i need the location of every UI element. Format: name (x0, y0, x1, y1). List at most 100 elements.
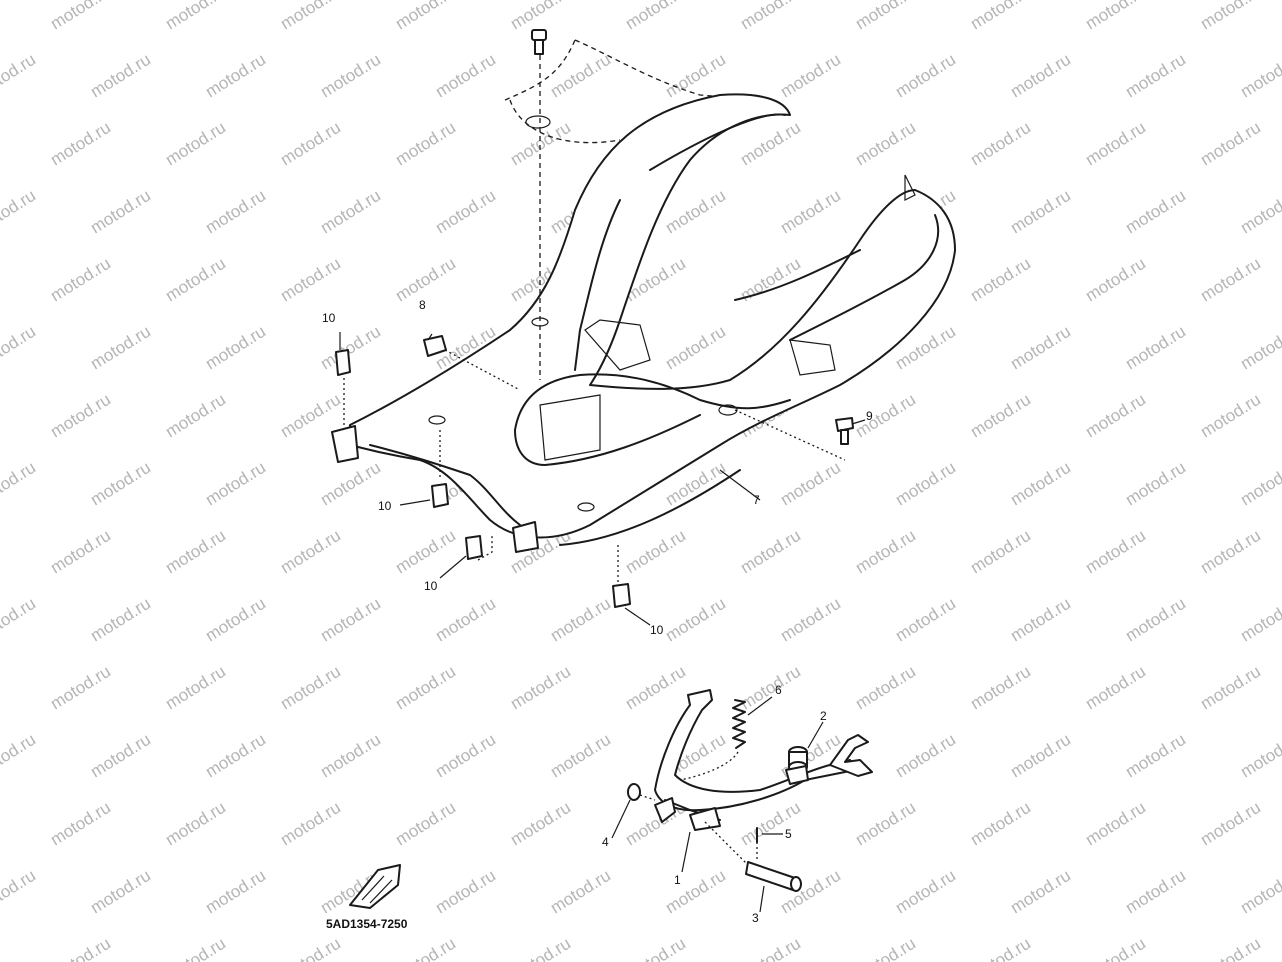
watermark-text: motod.ru (852, 526, 919, 578)
main-stand-assembly (627, 689, 873, 892)
watermark-text: motod.ru (1007, 50, 1074, 102)
watermark-text: motod.ru (392, 934, 459, 962)
watermark-text: motod.ru (852, 0, 919, 33)
spring-part-6 (679, 699, 746, 781)
bracket-center (512, 521, 539, 553)
watermark-text: motod.ru (162, 254, 229, 306)
watermark-text: motod.ru (1197, 934, 1264, 962)
callout-2: 2 (820, 709, 827, 723)
watermark-text: motod.ru (1197, 798, 1264, 850)
watermark-text: motod.ru (87, 322, 154, 374)
watermark-text: motod.ru (392, 0, 459, 33)
watermark-text: motod.ru (967, 0, 1034, 33)
watermark-text: motod.ru (1007, 322, 1074, 374)
watermark-text: motod.ru (1122, 50, 1189, 102)
watermark-text: motod.ru (1082, 934, 1149, 962)
watermark-text: motod.ru (1082, 0, 1149, 33)
watermark-text: motod.ru (737, 662, 804, 714)
watermark-text: motod.ru (777, 866, 844, 918)
watermark-text: motod.ru (0, 50, 39, 102)
watermark-text: motod.ru (547, 866, 614, 918)
watermark-text: motod.ru (1237, 866, 1282, 918)
watermark-text: motod.ru (87, 866, 154, 918)
watermark-text: motod.ru (1237, 50, 1282, 102)
watermark-text: motod.ru (507, 798, 574, 850)
watermark-text: motod.ru (1122, 458, 1189, 510)
watermark-text: motod.ru (277, 118, 344, 170)
watermark-text: motod.ru (507, 934, 574, 962)
top-screw (531, 29, 547, 55)
watermark-text: motod.ru (852, 662, 919, 714)
callout-6: 6 (775, 683, 782, 697)
watermark-text: motod.ru (1197, 662, 1264, 714)
watermark-text: motod.ru (547, 50, 614, 102)
watermark-text: motod.ru (162, 0, 229, 33)
watermark-text: motod.ru (852, 934, 919, 962)
watermark-text: motod.ru (317, 594, 384, 646)
watermark-text: motod.ru (87, 186, 154, 238)
watermark-text: motod.ru (432, 730, 499, 782)
diagram-code: 5AD1354-7250 (326, 917, 408, 931)
watermark-text: motod.ru (1237, 458, 1282, 510)
watermark-text: motod.ru (47, 934, 114, 962)
watermark-text: motod.ru (622, 934, 689, 962)
callout-10-top-left: 10 (322, 311, 336, 325)
watermark-text: motod.ru (1007, 866, 1074, 918)
watermark-text: motod.ru (277, 526, 344, 578)
watermark-text: motod.ru (202, 594, 269, 646)
watermark-text: motod.ru (162, 662, 229, 714)
watermark-text: motod.ru (0, 594, 39, 646)
watermark-text: motod.ru (0, 186, 39, 238)
watermark-text: motod.ru (1082, 118, 1149, 170)
watermark-text: motod.ru (892, 458, 959, 510)
watermark-text: motod.ru (777, 186, 844, 238)
watermark-text: motod.ru (662, 186, 729, 238)
watermark-text: motod.ru (1197, 0, 1264, 33)
watermark-text: motod.ru (892, 594, 959, 646)
watermark-text: motod.ru (967, 254, 1034, 306)
watermark-text: motod.ru (507, 118, 574, 170)
watermark-text: motod.ru (852, 118, 919, 170)
watermark-text: motod.ru (892, 730, 959, 782)
watermark-text: motod.ru (47, 526, 114, 578)
watermark-text: motod.ru (277, 662, 344, 714)
watermark-text: motod.ru (392, 798, 459, 850)
callout-7: 7 (753, 493, 760, 507)
watermark-text: motod.ru (1007, 458, 1074, 510)
watermark-text: motod.ru (852, 390, 919, 442)
watermark-text: motod.ru (202, 730, 269, 782)
watermark-text: motod.ru (317, 50, 384, 102)
watermark-text: motod.ru (1122, 866, 1189, 918)
watermark-text: motod.ru (1237, 322, 1282, 374)
watermark-text: motod.ru (507, 0, 574, 33)
clip-part-10-left-bottom (431, 430, 449, 508)
watermark-text: motod.ru (1082, 254, 1149, 306)
watermark-text: motod.ru (547, 594, 614, 646)
watermark-text: motod.ru (162, 118, 229, 170)
bracket-left (331, 425, 359, 463)
watermark-text: motod.ru (1237, 594, 1282, 646)
watermark-text: motod.ru (87, 730, 154, 782)
watermark-text: motod.ru (737, 526, 804, 578)
watermark-text: motod.ru (547, 730, 614, 782)
watermark-text: motod.ru (1122, 594, 1189, 646)
watermark-text: motod.ru (1007, 594, 1074, 646)
watermark-text: motod.ru (507, 662, 574, 714)
nut-part-8 (423, 335, 521, 391)
watermark-text: motod.ru (47, 254, 114, 306)
watermark-text: motod.ru (1197, 390, 1264, 442)
watermark-text: motod.ru (0, 458, 39, 510)
watermark-text: motod.ru (737, 798, 804, 850)
watermark-text: motod.ru (967, 526, 1034, 578)
watermark-text: motod.ru (162, 390, 229, 442)
watermark-text: motod.ru (777, 594, 844, 646)
clip-part-10-left-top (335, 349, 351, 425)
watermark-text: motod.ru (1197, 254, 1264, 306)
watermark-text: motod.ru (277, 254, 344, 306)
watermark-text: motod.ru (47, 118, 114, 170)
watermark-text: motod.ru (317, 186, 384, 238)
watermark-text: motod.ru (202, 50, 269, 102)
watermark-text: motod.ru (87, 458, 154, 510)
watermark-text: motod.ru (892, 50, 959, 102)
